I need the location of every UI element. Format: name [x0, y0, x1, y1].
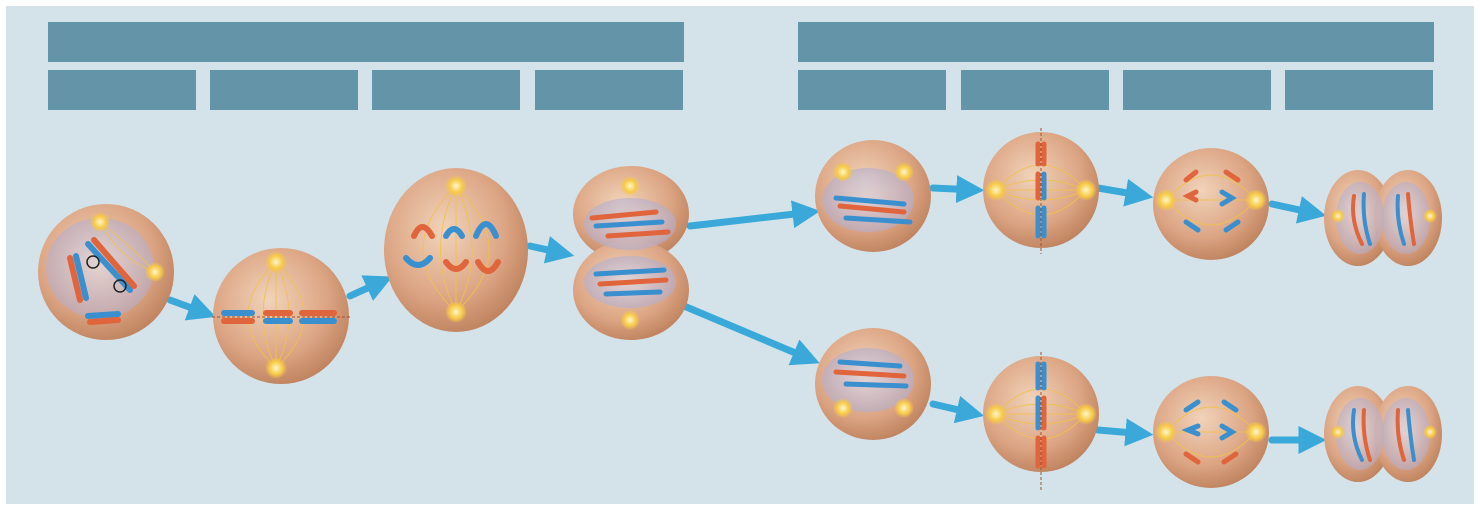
arrow-icon	[686, 200, 821, 230]
progression-arrows	[166, 175, 1327, 454]
meiosis-i-cell-2	[212, 248, 350, 384]
upper-anaphase-ii-cell	[1153, 148, 1269, 260]
upper-metaphase-ii-cell	[983, 128, 1099, 254]
arrow-icon	[166, 294, 216, 321]
meiosis-i-cell-3	[384, 168, 528, 332]
arrow-icon	[1094, 178, 1154, 207]
meiosis-ii-stage-box-3	[1123, 70, 1271, 110]
arrow-icon	[346, 275, 393, 301]
meiosis-i-stage-box-4	[535, 70, 683, 110]
arrow-icon	[929, 395, 985, 424]
meiosis-ii-stage-box-1	[798, 70, 946, 110]
meiosis-i-cell-1	[38, 204, 174, 340]
meiosis-ii-stage-box-2	[961, 70, 1109, 110]
lower-anaphase-ii-cell	[1153, 376, 1269, 488]
meiosis-ii-header-group	[798, 22, 1434, 110]
meiosis-i-header-bar	[48, 22, 684, 62]
lower-prophase-ii-cell	[815, 328, 931, 440]
upper-telophase-ii-cell	[1324, 170, 1442, 266]
arrow-icon	[929, 175, 985, 204]
lower-telophase-ii-cell	[1324, 386, 1442, 482]
arrow-icon	[1268, 196, 1327, 224]
meiosis-i-stage-box-3	[372, 70, 520, 110]
meiosis-i-stage-box-2	[210, 70, 358, 110]
meiosis-i-cell-4	[573, 166, 689, 340]
arrow-icon	[1094, 418, 1154, 447]
upper-prophase-ii-cell	[815, 140, 931, 252]
meiosis-i-stage-box-1	[48, 70, 196, 110]
arrow-icon	[680, 302, 820, 366]
meiosis-ii-header-bar	[798, 22, 1434, 62]
meiosis-i-header-group	[48, 22, 684, 110]
lower-metaphase-ii-cell	[983, 352, 1099, 490]
arrow-icon	[526, 236, 575, 264]
meiosis-ii-stage-box-4	[1285, 70, 1433, 110]
